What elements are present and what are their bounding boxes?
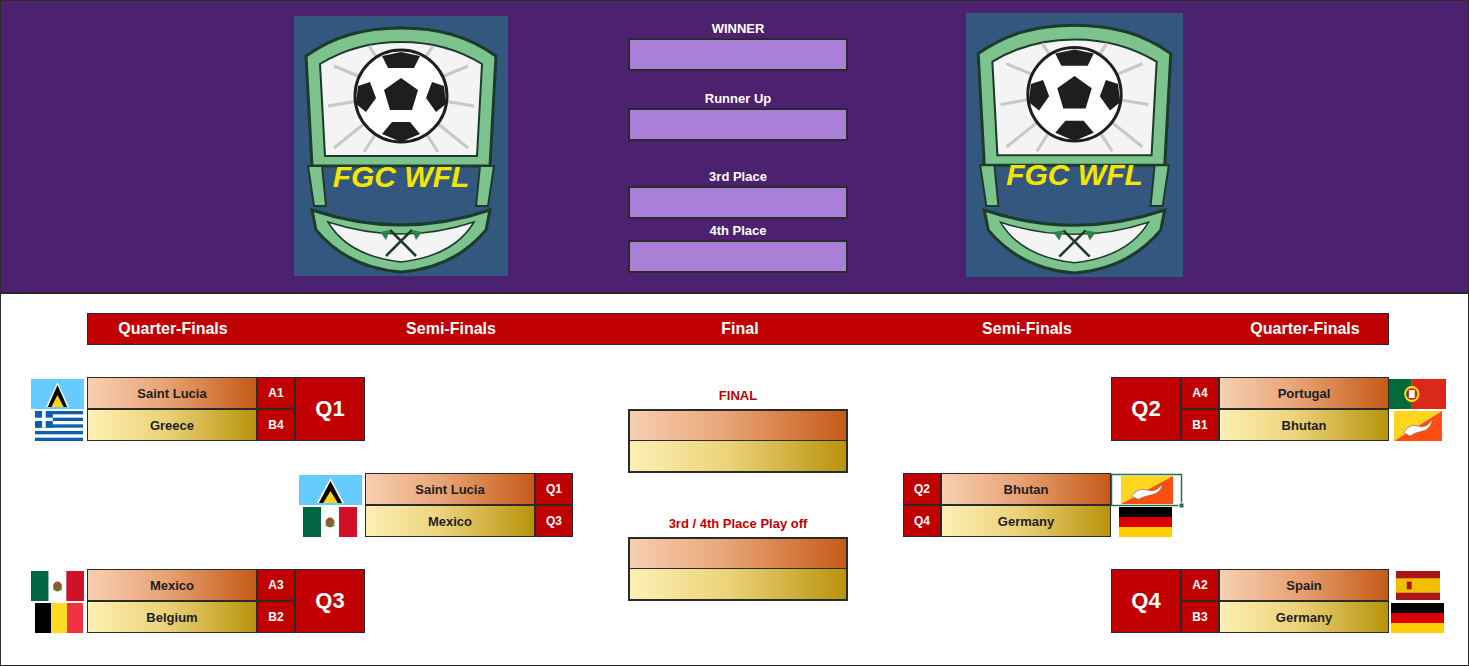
team-cell-text: Germany xyxy=(998,514,1054,529)
box-heading: 3rd / 4th Place Play off xyxy=(669,516,808,531)
match-label-text: Q1 xyxy=(315,396,344,422)
prize-box: WINNER xyxy=(628,38,848,71)
selection-handle xyxy=(1179,503,1184,508)
final-slot xyxy=(630,441,846,471)
seed-cell: B2 xyxy=(257,601,295,633)
league-logo xyxy=(294,16,508,276)
cell-selection xyxy=(1112,475,1182,506)
match-label: Q2 xyxy=(1111,377,1181,441)
seed-cell-text: B2 xyxy=(268,610,283,624)
team-cell: Belgium xyxy=(87,601,257,633)
team-cell-text: Saint Lucia xyxy=(137,386,206,401)
league-logo xyxy=(966,13,1183,277)
seed-cell-text: Q1 xyxy=(546,482,562,496)
flag-saint-lucia xyxy=(31,379,84,409)
seed-cell-text: B4 xyxy=(268,418,283,432)
seed-cell: A3 xyxy=(257,569,295,601)
seed-cell: A2 xyxy=(1181,569,1219,601)
flag-germany xyxy=(1119,507,1172,537)
seed-cell: A4 xyxy=(1181,377,1219,409)
round-title: Semi-Finals xyxy=(982,320,1072,338)
round-title: Semi-Finals xyxy=(406,320,496,338)
box-heading: 3rd Place xyxy=(709,169,767,184)
team-cell-text: Bhutan xyxy=(1282,418,1327,433)
team-cell: Saint Lucia xyxy=(365,473,535,505)
match-label: Q1 xyxy=(295,377,365,441)
seed-cell-text: B3 xyxy=(1192,610,1207,624)
flag-germany xyxy=(1391,603,1444,633)
box-heading: FINAL xyxy=(719,388,757,403)
seed-cell: Q4 xyxy=(903,505,941,537)
team-cell: Mexico xyxy=(87,569,257,601)
flag-bhutan xyxy=(1394,411,1442,441)
seed-cell-text: Q3 xyxy=(546,514,562,528)
final-slot xyxy=(630,411,846,441)
flag-mexico xyxy=(31,571,84,601)
logo-text: FGC WFL xyxy=(966,158,1183,192)
final-slot xyxy=(630,539,846,569)
team-cell-text: Bhutan xyxy=(1004,482,1049,497)
match-label: Q3 xyxy=(295,569,365,633)
seed-cell-text: A3 xyxy=(268,578,283,592)
seed-cell: Q1 xyxy=(535,473,573,505)
match-label-text: Q2 xyxy=(1131,396,1160,422)
team-cell: Mexico xyxy=(365,505,535,537)
team-cell-text: Germany xyxy=(1276,610,1332,625)
team-cell: Greece xyxy=(87,409,257,441)
flag-spain xyxy=(1396,571,1440,600)
seed-cell-text: B1 xyxy=(1192,418,1207,432)
team-cell-text: Mexico xyxy=(428,514,472,529)
seed-cell: B3 xyxy=(1181,601,1219,633)
round-title: Final xyxy=(721,320,758,338)
team-cell: Bhutan xyxy=(941,473,1111,505)
seed-cell: Q3 xyxy=(535,505,573,537)
team-cell: Germany xyxy=(941,505,1111,537)
seed-cell: B4 xyxy=(257,409,295,441)
round-header-bar: Quarter-Finals Semi-Finals Final Semi-Final… xyxy=(87,313,1389,345)
seed-cell-text: A1 xyxy=(268,386,283,400)
team-cell: Spain xyxy=(1219,569,1389,601)
final-slot xyxy=(630,569,846,599)
team-cell-text: Greece xyxy=(150,418,194,433)
seed-cell: B1 xyxy=(1181,409,1219,441)
logo-text: FGC WFL xyxy=(294,160,508,194)
flag-saint-lucia xyxy=(299,475,362,505)
box-heading: WINNER xyxy=(712,21,765,36)
final-box: FINAL xyxy=(628,409,848,473)
final-box: 3rd / 4th Place Play off xyxy=(628,537,848,601)
prize-box: 3rd Place xyxy=(628,186,848,219)
seed-cell-text: A2 xyxy=(1192,578,1207,592)
team-cell-text: Mexico xyxy=(150,578,194,593)
round-title: Quarter-Finals xyxy=(1250,320,1359,338)
team-cell: Saint Lucia xyxy=(87,377,257,409)
team-cell: Portugal xyxy=(1219,377,1389,409)
team-cell-text: Spain xyxy=(1286,578,1321,593)
team-cell: Germany xyxy=(1219,601,1389,633)
team-cell-text: Belgium xyxy=(146,610,197,625)
flag-greece xyxy=(35,411,83,441)
seed-cell-text: Q4 xyxy=(914,514,930,528)
box-heading: Runner Up xyxy=(705,91,771,106)
box-heading: 4th Place xyxy=(709,223,766,238)
match-label-text: Q3 xyxy=(315,588,344,614)
flag-belgium xyxy=(35,603,83,633)
prize-box: Runner Up xyxy=(628,108,848,141)
seed-cell-text: A4 xyxy=(1192,386,1207,400)
flag-portugal xyxy=(1389,379,1446,409)
flag-bhutan xyxy=(1121,476,1173,504)
team-cell: Bhutan xyxy=(1219,409,1389,441)
seed-cell: A1 xyxy=(257,377,295,409)
seed-cell: Q2 xyxy=(903,473,941,505)
team-cell-text: Saint Lucia xyxy=(415,482,484,497)
round-title: Quarter-Finals xyxy=(118,320,227,338)
match-label-text: Q4 xyxy=(1131,588,1160,614)
match-label: Q4 xyxy=(1111,569,1181,633)
flag-mexico xyxy=(303,507,357,537)
seed-cell-text: Q2 xyxy=(914,482,930,496)
prize-box: 4th Place xyxy=(628,240,848,273)
team-cell-text: Portugal xyxy=(1278,386,1331,401)
